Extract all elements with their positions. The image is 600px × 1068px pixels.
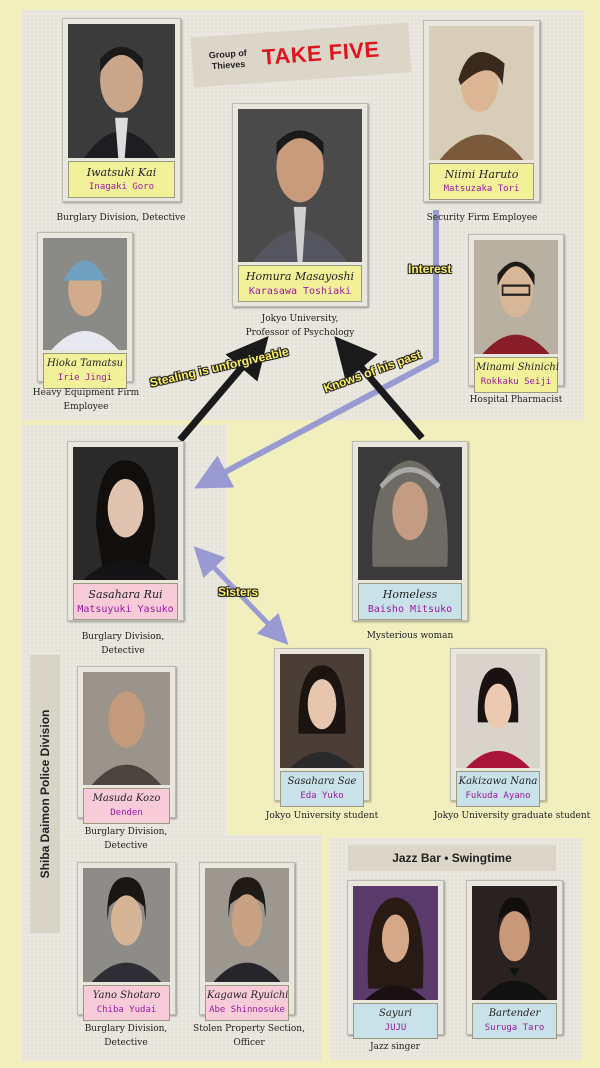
portrait-photo	[358, 447, 462, 580]
character-desc-kagawa: Stolen Property Section, Officer	[193, 1024, 305, 1048]
character-desc-yano: Burglary Division, Detective	[84, 1024, 168, 1048]
actor-name: Denden	[110, 808, 143, 818]
role-name: Kagawa Ryuichi	[207, 990, 289, 1001]
role-name: Kakizawa Nana	[458, 776, 538, 787]
portrait-photo	[353, 886, 438, 1000]
interest-arrow	[194, 210, 439, 489]
actor-name: Rokkaku Seiji	[480, 377, 552, 387]
name-box: Niimi Haruto Matsuzaka Tori	[429, 163, 534, 200]
portrait-photo	[73, 447, 178, 580]
stealing-arrow	[177, 336, 269, 443]
character-card-iwatsuki[interactable]: Iwatsuki Kai Inagaki Goro	[62, 18, 181, 202]
character-card-niimi[interactable]: Niimi Haruto Matsuzaka Tori	[423, 20, 540, 202]
role-name: Homura Masayoshi	[245, 270, 355, 283]
name-box: Yano Shotaro Chiba Yudai	[83, 985, 170, 1021]
character-card-sayuri[interactable]: Sayuri JUJU	[347, 880, 444, 1039]
actor-name: Suruga Taro	[484, 1023, 545, 1033]
portrait-photo	[43, 238, 127, 350]
portrait-photo	[472, 886, 557, 1000]
jazz-bar-banner: Jazz Bar • Swingtime	[348, 845, 556, 871]
character-card-kakizawa[interactable]: Kakizawa Nana Fukuda Ayano	[450, 648, 546, 807]
sisters-arrow	[193, 546, 289, 645]
group-label: Group of Thieves	[208, 47, 248, 72]
portrait-photo	[238, 109, 362, 262]
name-box: Sayuri JUJU	[353, 1003, 438, 1039]
group-name: TAKE FIVE	[261, 36, 381, 70]
actor-name: Irie Jingi	[57, 373, 113, 383]
character-desc-niimi: Security Firm Employee	[426, 213, 538, 223]
role-name: Niimi Haruto	[444, 168, 519, 181]
character-card-yano[interactable]: Yano Shotaro Chiba Yudai	[77, 862, 176, 1021]
portrait-photo	[83, 672, 170, 785]
portrait-photo	[68, 24, 175, 158]
character-desc-iwatsuki: Burglary Division, Detective	[56, 213, 186, 223]
name-box: Sasahara Sae Eda Yuko	[280, 771, 364, 807]
role-name: Bartender	[488, 1008, 541, 1019]
character-desc-minami: Hospital Pharmacist	[469, 395, 563, 405]
role-name: Hioka Tamatsu	[46, 358, 124, 369]
actor-name: JUJU	[384, 1023, 407, 1033]
name-box: Hioka Tamatsu Irie Jingi	[43, 353, 127, 389]
name-box: Kagawa Ryuichi Abe Shinnosuke	[205, 985, 289, 1021]
character-card-hioka[interactable]: Hioka Tamatsu Irie Jingi	[37, 232, 133, 389]
actor-name: Inagaki Goro	[88, 182, 155, 192]
actor-name: Fukuda Ayano	[465, 791, 531, 801]
police-division-label: Shiba Daimon Police Division	[30, 655, 60, 933]
character-desc-homeless: Mysterious woman	[366, 631, 454, 641]
character-desc-sasahara-rui: Burglary Division, Detective	[81, 632, 165, 656]
character-card-bartender[interactable]: Bartender Suruga Taro	[466, 880, 563, 1039]
jazz-bar-title: Jazz Bar • Swingtime	[392, 851, 512, 865]
actor-name: Eda Yuko	[300, 791, 344, 801]
actor-name: Matsuzaka Tori	[443, 184, 520, 194]
actor-name: Abe Shinnosuke	[209, 1005, 285, 1015]
character-card-masuda[interactable]: Masuda Kozo Denden	[77, 666, 176, 824]
character-card-homeless[interactable]: Homeless Baisho Mitsuko	[352, 441, 468, 621]
name-box: Masuda Kozo Denden	[83, 788, 170, 824]
character-card-sasahara-rui[interactable]: Sasahara Rui Matsuyuki Yasuko	[67, 441, 184, 621]
knows-past-arrow	[334, 336, 425, 441]
character-desc-hioka: Heavy Equipment Firm Employee	[32, 388, 140, 412]
character-desc-kakizawa: Jokyo University graduate student	[433, 811, 591, 821]
role-name: Homeless	[382, 588, 438, 601]
portrait-photo	[429, 26, 534, 160]
actor-name: Baisho Mitsuko	[367, 604, 453, 615]
character-card-kagawa[interactable]: Kagawa Ryuichi Abe Shinnosuke	[199, 862, 295, 1021]
character-desc-masuda: Burglary Division, Detective	[84, 827, 168, 851]
role-name: Sasahara Rui	[88, 588, 163, 601]
role-name: Sayuri	[379, 1008, 412, 1019]
character-card-homura[interactable]: Homura Masayoshi Karasawa Toshiaki	[232, 103, 368, 307]
actor-name: Chiba Yudai	[96, 1005, 157, 1015]
character-card-sasahara-sae[interactable]: Sasahara Sae Eda Yuko	[274, 648, 370, 807]
name-box: Homeless Baisho Mitsuko	[358, 583, 462, 620]
name-box: Sasahara Rui Matsuyuki Yasuko	[73, 583, 178, 620]
actor-name: Karasawa Toshiaki	[248, 286, 352, 297]
portrait-photo	[474, 240, 558, 354]
name-box: Bartender Suruga Taro	[472, 1003, 557, 1039]
name-box: Iwatsuki Kai Inagaki Goro	[68, 161, 175, 198]
role-name: Yano Shotaro	[92, 990, 161, 1001]
relation-label-sisters: Sisters	[218, 585, 259, 599]
name-box: Kakizawa Nana Fukuda Ayano	[456, 771, 540, 807]
character-desc-homura: Jokyo University, Professor of Psycholog…	[245, 314, 355, 338]
portrait-photo	[280, 654, 364, 768]
role-name: Sasahara Sae	[287, 776, 357, 787]
relation-label-interest: Interest	[408, 262, 452, 276]
character-card-minami[interactable]: Minami Shinichi Rokkaku Seiji	[468, 234, 564, 393]
portrait-photo	[205, 868, 289, 982]
actor-name: Matsuyuki Yasuko	[77, 604, 174, 615]
role-name: Masuda Kozo	[92, 793, 161, 804]
character-desc-sayuri: Jazz singer	[369, 1042, 420, 1052]
portrait-photo	[456, 654, 540, 768]
name-box: Homura Masayoshi Karasawa Toshiaki	[238, 265, 362, 302]
name-box: Minami Shinichi Rokkaku Seiji	[474, 357, 560, 393]
character-desc-sasahara-sae: Jokyo University student	[265, 811, 379, 821]
role-name: Iwatsuki Kai	[86, 166, 157, 179]
portrait-photo	[83, 868, 170, 982]
role-name: Minami Shinichi	[476, 362, 560, 373]
